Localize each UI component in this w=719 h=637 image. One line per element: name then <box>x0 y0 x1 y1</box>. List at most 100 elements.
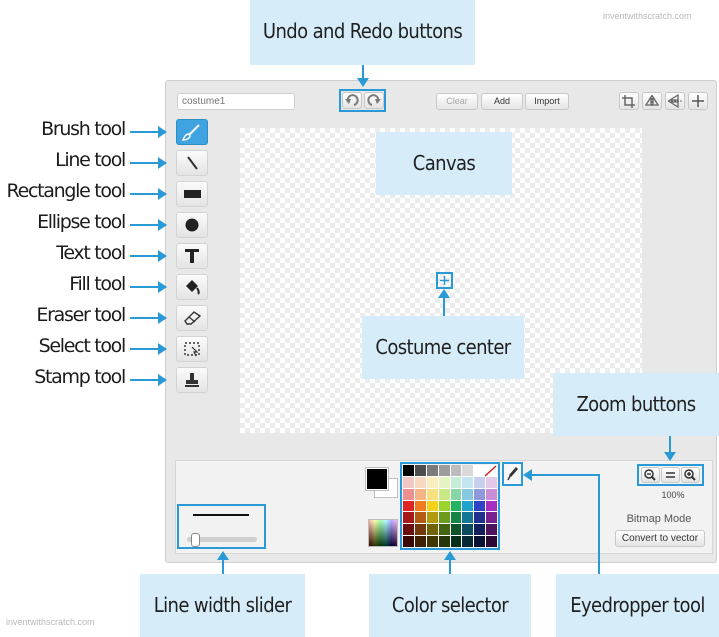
eraser-tool-button[interactable] <box>176 305 208 331</box>
palette-swatch[interactable] <box>450 476 462 488</box>
palette-swatch[interactable] <box>426 476 438 488</box>
palette-swatch[interactable] <box>462 476 474 488</box>
palette-swatch[interactable] <box>438 524 450 536</box>
palette-swatch[interactable] <box>414 488 426 500</box>
palette-swatch[interactable] <box>438 465 450 476</box>
zoom-level: 100% <box>661 490 685 500</box>
color-picker-gradient[interactable] <box>368 519 398 547</box>
foreground-color-swatch[interactable] <box>366 468 388 490</box>
palette-swatch[interactable] <box>403 465 414 476</box>
palette-swatch[interactable] <box>462 500 474 512</box>
palette-swatch[interactable] <box>414 465 426 476</box>
palette-swatch[interactable] <box>486 488 497 500</box>
palette-swatch[interactable] <box>474 488 486 500</box>
convert-to-vector-button[interactable]: Convert to vector <box>615 530 705 547</box>
palette-swatch[interactable] <box>462 536 474 547</box>
palette-swatch[interactable] <box>403 500 414 512</box>
palette-swatch[interactable] <box>450 536 462 547</box>
palette-swatch[interactable] <box>474 465 486 476</box>
palette-swatch[interactable] <box>414 512 426 524</box>
palette-swatch[interactable] <box>462 465 474 476</box>
palette-swatch[interactable] <box>462 524 474 536</box>
palette-swatch[interactable] <box>474 512 486 524</box>
palette-swatch[interactable] <box>403 476 414 488</box>
undo-icon <box>345 94 359 106</box>
equals-icon <box>666 472 675 478</box>
palette-swatch[interactable] <box>438 476 450 488</box>
line-width-preview <box>193 514 249 516</box>
palette-swatch[interactable] <box>438 512 450 524</box>
add-button[interactable]: Add <box>481 93 523 110</box>
stamp-tool-button[interactable] <box>176 367 208 393</box>
color-palette[interactable] <box>403 465 497 547</box>
palette-swatch[interactable] <box>486 512 497 524</box>
palette-swatch[interactable] <box>474 536 486 547</box>
import-button[interactable]: Import <box>525 93 569 110</box>
palette-swatch[interactable] <box>414 536 426 547</box>
no-color-swatch[interactable] <box>484 465 497 477</box>
zoom-buttons-highlight <box>637 464 704 486</box>
palette-swatch[interactable] <box>426 500 438 512</box>
flip-vertical-icon <box>667 93 682 109</box>
select-tool-label: Select tool <box>38 335 127 357</box>
set-costume-center-button[interactable] <box>688 92 708 110</box>
line-width-slider-handle[interactable] <box>191 533 200 547</box>
palette-swatch[interactable] <box>403 512 414 524</box>
palette-swatch[interactable] <box>414 476 426 488</box>
crop-button[interactable] <box>619 92 639 110</box>
palette-swatch[interactable] <box>450 524 462 536</box>
palette-swatch[interactable] <box>438 500 450 512</box>
palette-swatch[interactable] <box>438 488 450 500</box>
palette-swatch[interactable] <box>403 536 414 547</box>
ellipse-tool-button[interactable] <box>176 212 208 238</box>
line-width-track[interactable] <box>187 537 257 542</box>
palette-swatch[interactable] <box>426 512 438 524</box>
palette-swatch[interactable] <box>426 524 438 536</box>
flip-horizontal-button[interactable] <box>642 92 662 110</box>
redo-button[interactable] <box>364 92 384 109</box>
ellipse-tool-label: Ellipse tool <box>37 211 126 233</box>
palette-swatch[interactable] <box>414 524 426 536</box>
palette-swatch[interactable] <box>474 500 486 512</box>
brush-tool-label: Brush tool <box>41 118 126 140</box>
crop-icon <box>622 95 635 108</box>
rectangle-tool-button[interactable] <box>176 181 208 207</box>
flip-vertical-button[interactable] <box>665 92 685 110</box>
zoom-pointer-head <box>664 452 676 461</box>
palette-swatch[interactable] <box>486 500 497 512</box>
zoom-reset-button[interactable] <box>661 467 680 483</box>
palette-swatch[interactable] <box>462 488 474 500</box>
clear-button[interactable]: Clear <box>436 93 478 110</box>
palette-swatch[interactable] <box>486 524 497 536</box>
zoom-out-button[interactable] <box>641 467 660 483</box>
costume-center-icon <box>440 276 449 285</box>
palette-swatch[interactable] <box>450 488 462 500</box>
palette-swatch[interactable] <box>486 476 497 488</box>
palette-swatch[interactable] <box>403 524 414 536</box>
text-tool-label: Text tool <box>56 242 126 264</box>
costume-name-input[interactable] <box>177 93 295 110</box>
palette-swatch[interactable] <box>403 488 414 500</box>
palette-swatch[interactable] <box>486 536 497 547</box>
stamp-tool-arrow <box>130 374 167 386</box>
zoom-in-button[interactable] <box>681 467 700 483</box>
fill-tool-button[interactable] <box>176 274 208 300</box>
palette-swatch[interactable] <box>450 500 462 512</box>
line-tool-button[interactable] <box>176 150 208 176</box>
palette-swatch[interactable] <box>450 512 462 524</box>
palette-swatch[interactable] <box>474 524 486 536</box>
palette-swatch[interactable] <box>414 500 426 512</box>
eyedropper-button[interactable] <box>502 462 523 486</box>
select-icon <box>184 342 200 357</box>
palette-swatch[interactable] <box>438 536 450 547</box>
palette-swatch[interactable] <box>426 536 438 547</box>
palette-swatch[interactable] <box>426 465 438 476</box>
select-tool-button[interactable] <box>176 336 208 362</box>
palette-swatch[interactable] <box>450 465 462 476</box>
palette-swatch[interactable] <box>474 476 486 488</box>
text-tool-button[interactable] <box>176 243 208 269</box>
palette-swatch[interactable] <box>426 488 438 500</box>
brush-tool-button[interactable] <box>176 119 208 145</box>
palette-swatch[interactable] <box>462 512 474 524</box>
undo-button[interactable] <box>342 92 362 109</box>
